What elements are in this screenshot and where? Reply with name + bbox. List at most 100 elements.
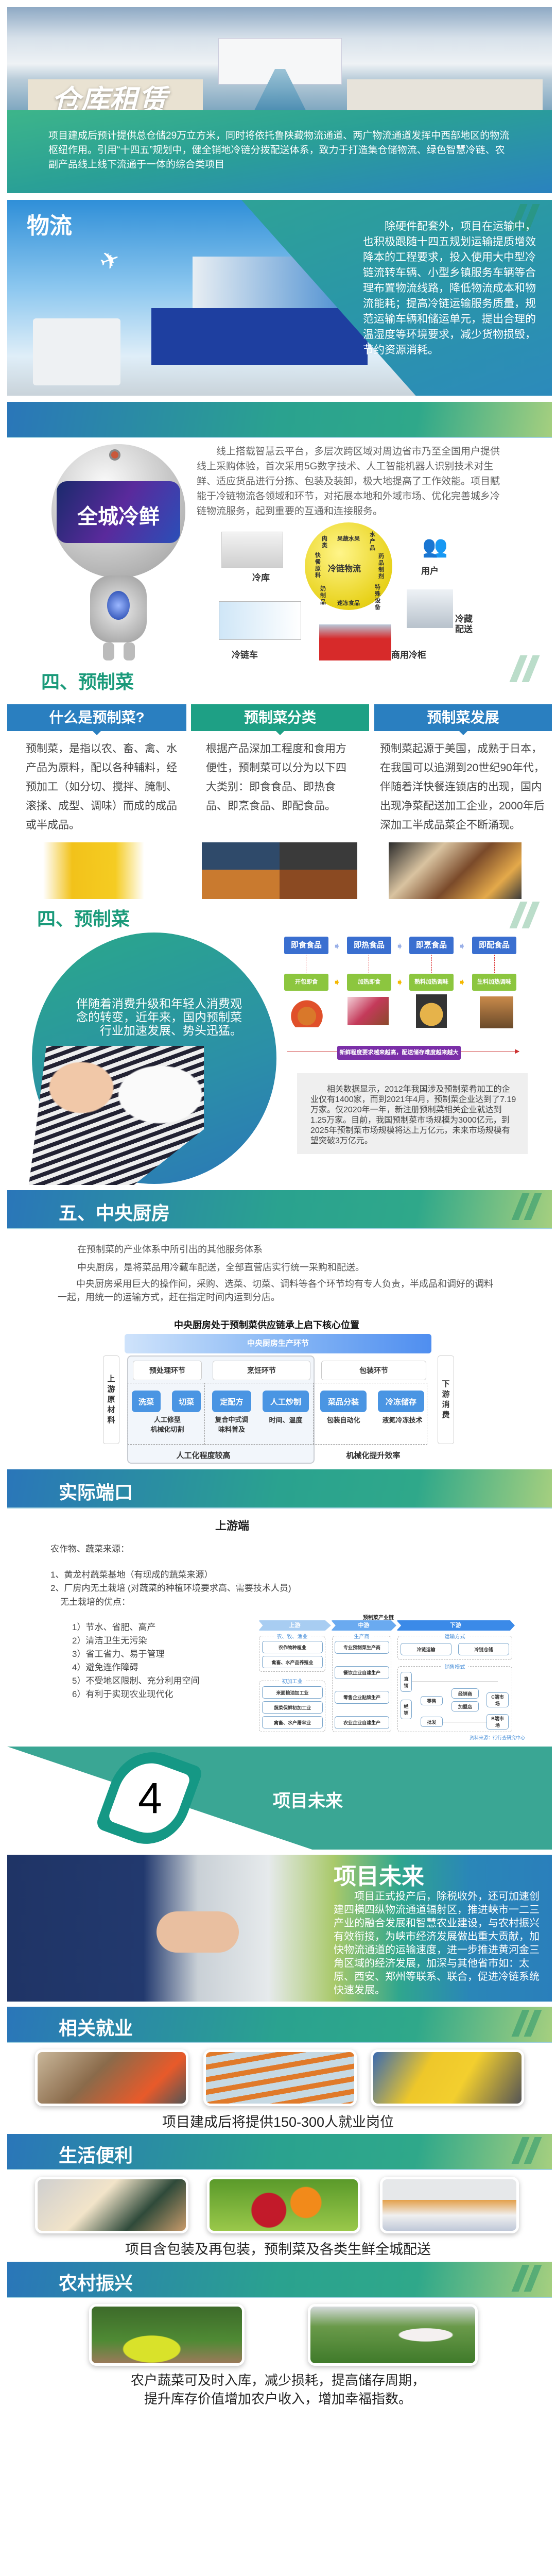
robot-label: 全城冷鲜: [77, 505, 160, 528]
section-band: 农村振兴: [7, 2262, 552, 2298]
mode-box: 加热即食: [347, 974, 391, 991]
globe: [305, 522, 392, 610]
chain-item: 蔬菜保鲜初加工业: [262, 1701, 323, 1714]
process-step: 菜品分装: [320, 1391, 367, 1412]
section-band: 相关就业: [7, 2007, 552, 2043]
globe-center-label: 冷链物流: [328, 565, 361, 573]
diagram-title: 中央厨房处于预制菜供应链承上启下核心位置: [174, 1320, 359, 1330]
source-item: 2、厂房内无土栽培 (对蔬菜的种植环境要求高、需要技术人员): [50, 1583, 291, 1593]
chain-item: 冷链运输: [401, 1643, 451, 1655]
kitchen-para: 中央厨房采用巨大的操作间，采购、选菜、切菜、调料等各个环节均有专人负责，半成品和…: [58, 1279, 493, 1302]
tab-development[interactable]: 预制菜发展: [374, 704, 552, 735]
subtitle: 上游端: [215, 1519, 250, 1532]
section-title: 四、预制菜: [37, 908, 130, 929]
freezer-image: [319, 624, 391, 660]
tab-what-is[interactable]: 什么是预制菜?: [7, 704, 186, 735]
airplane-icon: ✈: [96, 244, 124, 277]
fruit-photo: [207, 2177, 360, 2233]
section-title: 四、预制菜: [41, 671, 134, 692]
hero-panel: 项目建成后预计提供总仓储29万立方米，同时将依托鲁陕藏物流通道、两广物流通道发挥…: [7, 110, 552, 193]
advantage-item: 5）不受地区限制、充分利用空间: [72, 1676, 200, 1686]
mode-box: 生料加热调味: [472, 974, 516, 991]
downstream-label: 下游消费: [438, 1355, 454, 1444]
section-band: 生活便利: [7, 2134, 552, 2170]
arrow-right-icon: ➧: [333, 941, 341, 952]
chain-item: 零售企业贴牌生产: [335, 1691, 389, 1704]
slash-decoration: [511, 1193, 543, 1220]
sales-item: 经销: [401, 1700, 412, 1719]
life-caption: 项目含包装及再包装，预制菜及各类生鲜全城配送: [125, 2242, 431, 2257]
logistics-title: 物流: [27, 213, 72, 239]
group-label: 初加工业: [279, 1679, 306, 1685]
stage-box: 包装环节: [321, 1361, 426, 1380]
section-title: 五、中央厨房: [59, 1202, 170, 1224]
slash-decoration: [511, 2010, 543, 2037]
kitchen-para: 中央厨房，是将菜品用冷藏车配送，全部直营店实行统一采购和配送。: [77, 1262, 364, 1273]
kitchen-para: 在预制菜的产业体系中所引出的其他服务体系: [77, 1244, 263, 1255]
logistics-body: 除硬件配套外，项目在运输中，也积极跟随十四五规划运输提质增效降本的工程要求，投入…: [363, 221, 536, 356]
advantage-item: 2）清洁卫生无污染: [72, 1636, 147, 1646]
sales-item: B端市场: [486, 1714, 509, 1730]
forklift-photo: [35, 2049, 188, 2106]
group-label: 生产商: [351, 1634, 373, 1640]
type-box: 即食食品: [284, 937, 328, 954]
tab-body: 预制菜起源于美国，成熟于日本，在我国可以追溯到20世纪90年代，伴随着洋快餐连锁…: [380, 743, 545, 831]
cold-storage-image: [221, 532, 283, 568]
warehouse-photo: [7, 7, 552, 110]
type-box: 即热食品: [347, 937, 391, 954]
section-title: 生活便利: [59, 2145, 133, 2166]
robot-camera-icon: [109, 449, 120, 461]
truck-cab: [33, 318, 120, 385]
globe-item: 快餐原料: [315, 552, 321, 579]
chain-stage: 中游: [331, 1620, 396, 1631]
section-title: 农村振兴: [59, 2273, 133, 2294]
chapter-number: 4: [138, 1774, 162, 1822]
handshake-photo: [7, 1855, 552, 2002]
group-label: 运输方式: [441, 1634, 468, 1640]
robot-core: [107, 591, 130, 620]
meal-kit-image: [480, 996, 513, 1028]
slash-decoration: [509, 655, 541, 682]
node-label: 冷链车: [232, 650, 258, 660]
chain-item: 冷链仓储: [458, 1643, 509, 1655]
tab-categories[interactable]: 预制菜分类: [191, 704, 369, 735]
jobs-caption: 项目建成后将提供150-300人就业岗位: [162, 2114, 394, 2130]
advantage-item: 4）避免连作障碍: [72, 1663, 138, 1672]
sales-item: 零售: [421, 1696, 443, 1705]
hero-body: 项目建成后预计提供总仓储29万立方米，同时将依托鲁陕藏物流通道、两广物流通道发挥…: [48, 130, 510, 170]
users-icon: 👥: [422, 535, 448, 558]
greenhouse-photo: [308, 2304, 478, 2366]
process-step: 洗菜: [132, 1391, 161, 1412]
section-band: 五、中央厨房: [7, 1190, 552, 1229]
advantage-item: 6）有利于实现农业现代化: [72, 1689, 173, 1699]
future-body: 项目正式投产后，除税收外，还可加速创建四横四纵物流通道辐射区，推进峡市一二三产业…: [334, 1891, 540, 1996]
stage-box: 预处理环节: [133, 1361, 202, 1380]
packaged-meat-image: [348, 997, 389, 1025]
arrow-right-icon: ➧: [458, 941, 466, 952]
step-caption: 人工修型 机械化切割: [150, 1416, 184, 1433]
sales-item: 加盟店: [451, 1701, 479, 1711]
chain-item: 禽畜、水产屠宰业: [262, 1716, 323, 1728]
arrow-right-icon: ➧: [395, 941, 404, 952]
arrow-right-icon: ➧: [395, 977, 404, 988]
process-step: 人工炒制: [263, 1391, 309, 1412]
advantages-label: 无土栽培的优点：: [60, 1597, 130, 1607]
globe-item: 奶制品: [320, 586, 326, 605]
chain-stage: 下游: [396, 1620, 515, 1631]
hotpot-photo: [35, 2177, 188, 2233]
chain-item: 餐饮企业自建生产: [335, 1666, 389, 1679]
fried-food-image: [416, 994, 447, 1028]
handshake: [157, 1911, 239, 1953]
robot-illustration: 全城冷鲜: [46, 444, 190, 660]
advantage-item: 1）节水、省肥、高产: [72, 1622, 156, 1632]
slash-decoration: [509, 902, 541, 928]
chain-stage: 上游: [258, 1620, 331, 1631]
rural-caption-line: 农户蔬菜可及时入库，减少损耗，提高储存周期，: [130, 2372, 425, 2388]
chapter-title: 项目未来: [273, 1791, 343, 1811]
trend-label: 新鲜程度要求越来越高，配送储存难度越来越大: [337, 1046, 461, 1060]
future-title: 项目未来: [334, 1864, 424, 1889]
stage-box: 烹饪环节: [213, 1361, 310, 1380]
trailer: [151, 308, 368, 365]
delivery-person-photo: [22, 842, 166, 899]
chain-item: 农作物种植业: [262, 1641, 323, 1653]
